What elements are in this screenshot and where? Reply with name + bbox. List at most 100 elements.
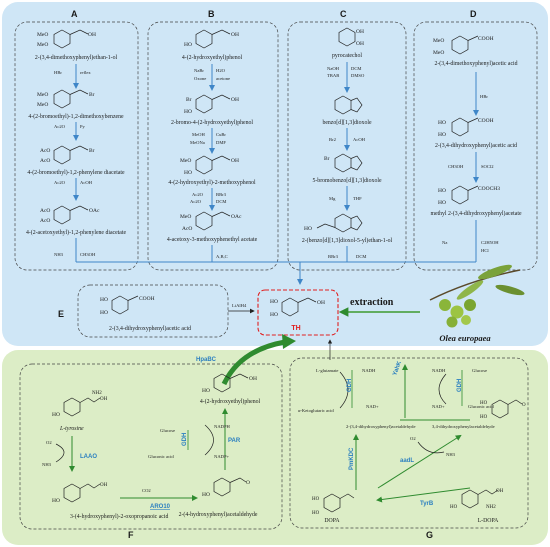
compound-hpp: 3-(4-hydroxyphenyl)-2-oxopropanoic acid: [70, 513, 168, 520]
molecule-b4: OAc MeO AcO: [180, 211, 242, 232]
step-a1-condition: reflex: [80, 70, 91, 75]
molecule-a3: Br AcO AcO: [40, 145, 95, 165]
compound-c3-name: 5-bromobenzo[d][1,3]dioxole: [312, 178, 381, 184]
panel-label-g: G: [426, 530, 433, 540]
svg-text:COOH: COOH: [478, 118, 494, 124]
svg-text:OAc: OAc: [89, 208, 100, 214]
compound-l-glutamate: L-glutamate: [316, 368, 338, 373]
svg-text:HO: HO: [480, 401, 488, 406]
cofactor-nh3-g: NH3: [446, 452, 456, 457]
step-a4-reagent: NH3: [54, 252, 64, 257]
panel-g-content: L-glutamate α-Ketoglutaric acid NADH NAD…: [298, 360, 526, 524]
svg-text:HO: HO: [438, 132, 446, 138]
panel-c-frame: [287, 21, 407, 271]
svg-text:HO: HO: [52, 412, 60, 418]
svg-text:HO: HO: [184, 109, 192, 115]
panel-label-f: F: [128, 530, 134, 540]
molecule-hydroxyphenylacetaldehyde: O HO: [202, 477, 250, 498]
enzyme-yahk: YahK: [392, 360, 403, 377]
step-b3-reagent-3: BBr3: [216, 192, 227, 197]
enzyme-aro10: ARO10: [150, 504, 171, 510]
step-c1-reagent-1: NaOH: [327, 66, 340, 71]
molecule-l-dopa: OH NH2 HO: [450, 489, 504, 510]
svg-text:HO: HO: [438, 120, 446, 126]
reduction-reagent: LiAlH4: [232, 303, 247, 308]
svg-text:MeO: MeO: [37, 92, 48, 98]
biosynthesis-to-product-arrow: [221, 339, 286, 386]
routes-join-label: A,B,C: [216, 254, 228, 260]
product-label: TH: [291, 325, 300, 332]
molecule-b1: OH HO: [184, 29, 239, 49]
enzyme-gdh-g1: GDH: [347, 379, 353, 392]
svg-text:HO: HO: [312, 497, 320, 502]
molecule-c3: Br: [324, 153, 363, 173]
svg-text:MeO: MeO: [37, 102, 48, 108]
svg-text:HO: HO: [270, 299, 278, 305]
svg-text:MeO: MeO: [433, 50, 444, 56]
step-b2-reagent-1: MeOH: [192, 132, 205, 137]
step-d3-reagent: Na: [442, 240, 447, 245]
step-b3-reagent-1: Ac2O: [192, 192, 204, 197]
svg-text:MeO: MeO: [180, 158, 191, 164]
svg-text:HO: HO: [52, 498, 60, 504]
compound-c1-name: pyrocatechol: [332, 53, 362, 59]
step-c3-condition: THF: [353, 196, 362, 201]
svg-text:HO: HO: [184, 170, 192, 176]
panel-g-frame: [289, 357, 529, 529]
compound-c2-name: benzo[d][1,3]dioxole: [322, 120, 372, 126]
svg-text:OH: OH: [88, 32, 96, 38]
enzyme-tyrb: TyrB: [420, 501, 434, 507]
molecule-hydroxyphenylpyruvate: OH HO: [52, 483, 108, 504]
panel-f-content: NH2 OH HO L-tyrosine O2 NH3 LAAO OH HO 3…: [42, 373, 260, 520]
panel-a-content: OH MeO MeO 2-(3,4-dimethoxyphenyl)ethan-…: [26, 29, 126, 262]
cofactor-gluconic-f: Gluconic acid: [148, 454, 174, 459]
svg-text:Br: Br: [324, 156, 330, 162]
step-a1-reagent: HBr: [54, 70, 62, 75]
molecule-f-tyrosol: OH HO: [202, 373, 257, 394]
compound-b4-name: 4-acetoxy-3-methoxyphenethyl acetate: [167, 237, 258, 243]
svg-text:HO: HO: [438, 188, 446, 194]
panel-e-content: COOH HO HO 2-(3,4-dihydroxyphenyl)acetic…: [100, 295, 191, 332]
enzyme-gdh-f: GDH: [182, 433, 188, 446]
svg-text:HO: HO: [480, 415, 488, 420]
cofactor-nadp: NADP+: [214, 454, 230, 459]
cofactor-glucose-g: Glucose: [472, 368, 487, 373]
step-a2-condition: Py: [80, 124, 86, 129]
svg-text:OAc: OAc: [231, 214, 242, 220]
enzyme-aadl: aadL: [400, 458, 414, 464]
molecule-l-tyrosine: NH2 OH HO: [52, 391, 108, 418]
svg-text:OH: OH: [356, 29, 364, 35]
panel-a-frame: [14, 21, 139, 271]
svg-text:Br: Br: [89, 92, 95, 98]
chemical-synthesis-background: [2, 2, 548, 346]
compound-dhpaa-right: 3,4-dihydroxyphenylacetaldehyde: [432, 424, 495, 430]
step-a4-condition: CH3OH: [80, 252, 96, 257]
cofactor-nadh-g1: NADH: [362, 368, 376, 373]
panel-label-a: A: [71, 9, 78, 19]
molecule-a1: OH MeO MeO: [37, 29, 96, 49]
molecule-d2: COOH HO HO: [438, 117, 494, 138]
svg-text:NH2: NH2: [92, 391, 102, 396]
compound-hpaa: 2-(4-hydroxyphenyl)acetaldehyde: [179, 511, 258, 518]
svg-text:OH: OH: [231, 97, 239, 103]
svg-text:OH: OH: [231, 158, 239, 164]
compound-l-dopa: L-DOPA: [478, 518, 500, 524]
svg-text:HO: HO: [202, 492, 210, 498]
svg-text:AcO: AcO: [40, 208, 50, 214]
molecule-a2: Br MeO MeO: [37, 89, 95, 109]
svg-text:HO: HO: [270, 312, 278, 318]
cofactor-o2-g: O2: [410, 436, 416, 441]
step-d1-reagent: HBr: [480, 94, 488, 99]
cofactor-nad-g1: NAD+: [366, 404, 379, 409]
svg-text:AcO: AcO: [40, 158, 50, 164]
panel-b-content: OH HO 4-(2-hydroxyethyl)phenol NaBr Oxon…: [167, 29, 258, 262]
svg-text:OH: OH: [496, 489, 504, 494]
step-d2-condition: SOCl2: [481, 164, 494, 169]
compound-e-name: 2-(3,4-dihydroxyphenyl)acetic acid: [109, 325, 191, 332]
molecule-d3: COOCH3 HO HO: [438, 185, 500, 206]
svg-text:COOH: COOH: [478, 36, 494, 42]
compound-a3-name: 4-(2-bromoethyl)-1,2-phenylene diacetate: [27, 169, 125, 176]
compound-b2-name: 2-bromo-4-(2-hydroxyethyl)phenol: [171, 119, 253, 126]
svg-text:AcO: AcO: [182, 226, 192, 232]
